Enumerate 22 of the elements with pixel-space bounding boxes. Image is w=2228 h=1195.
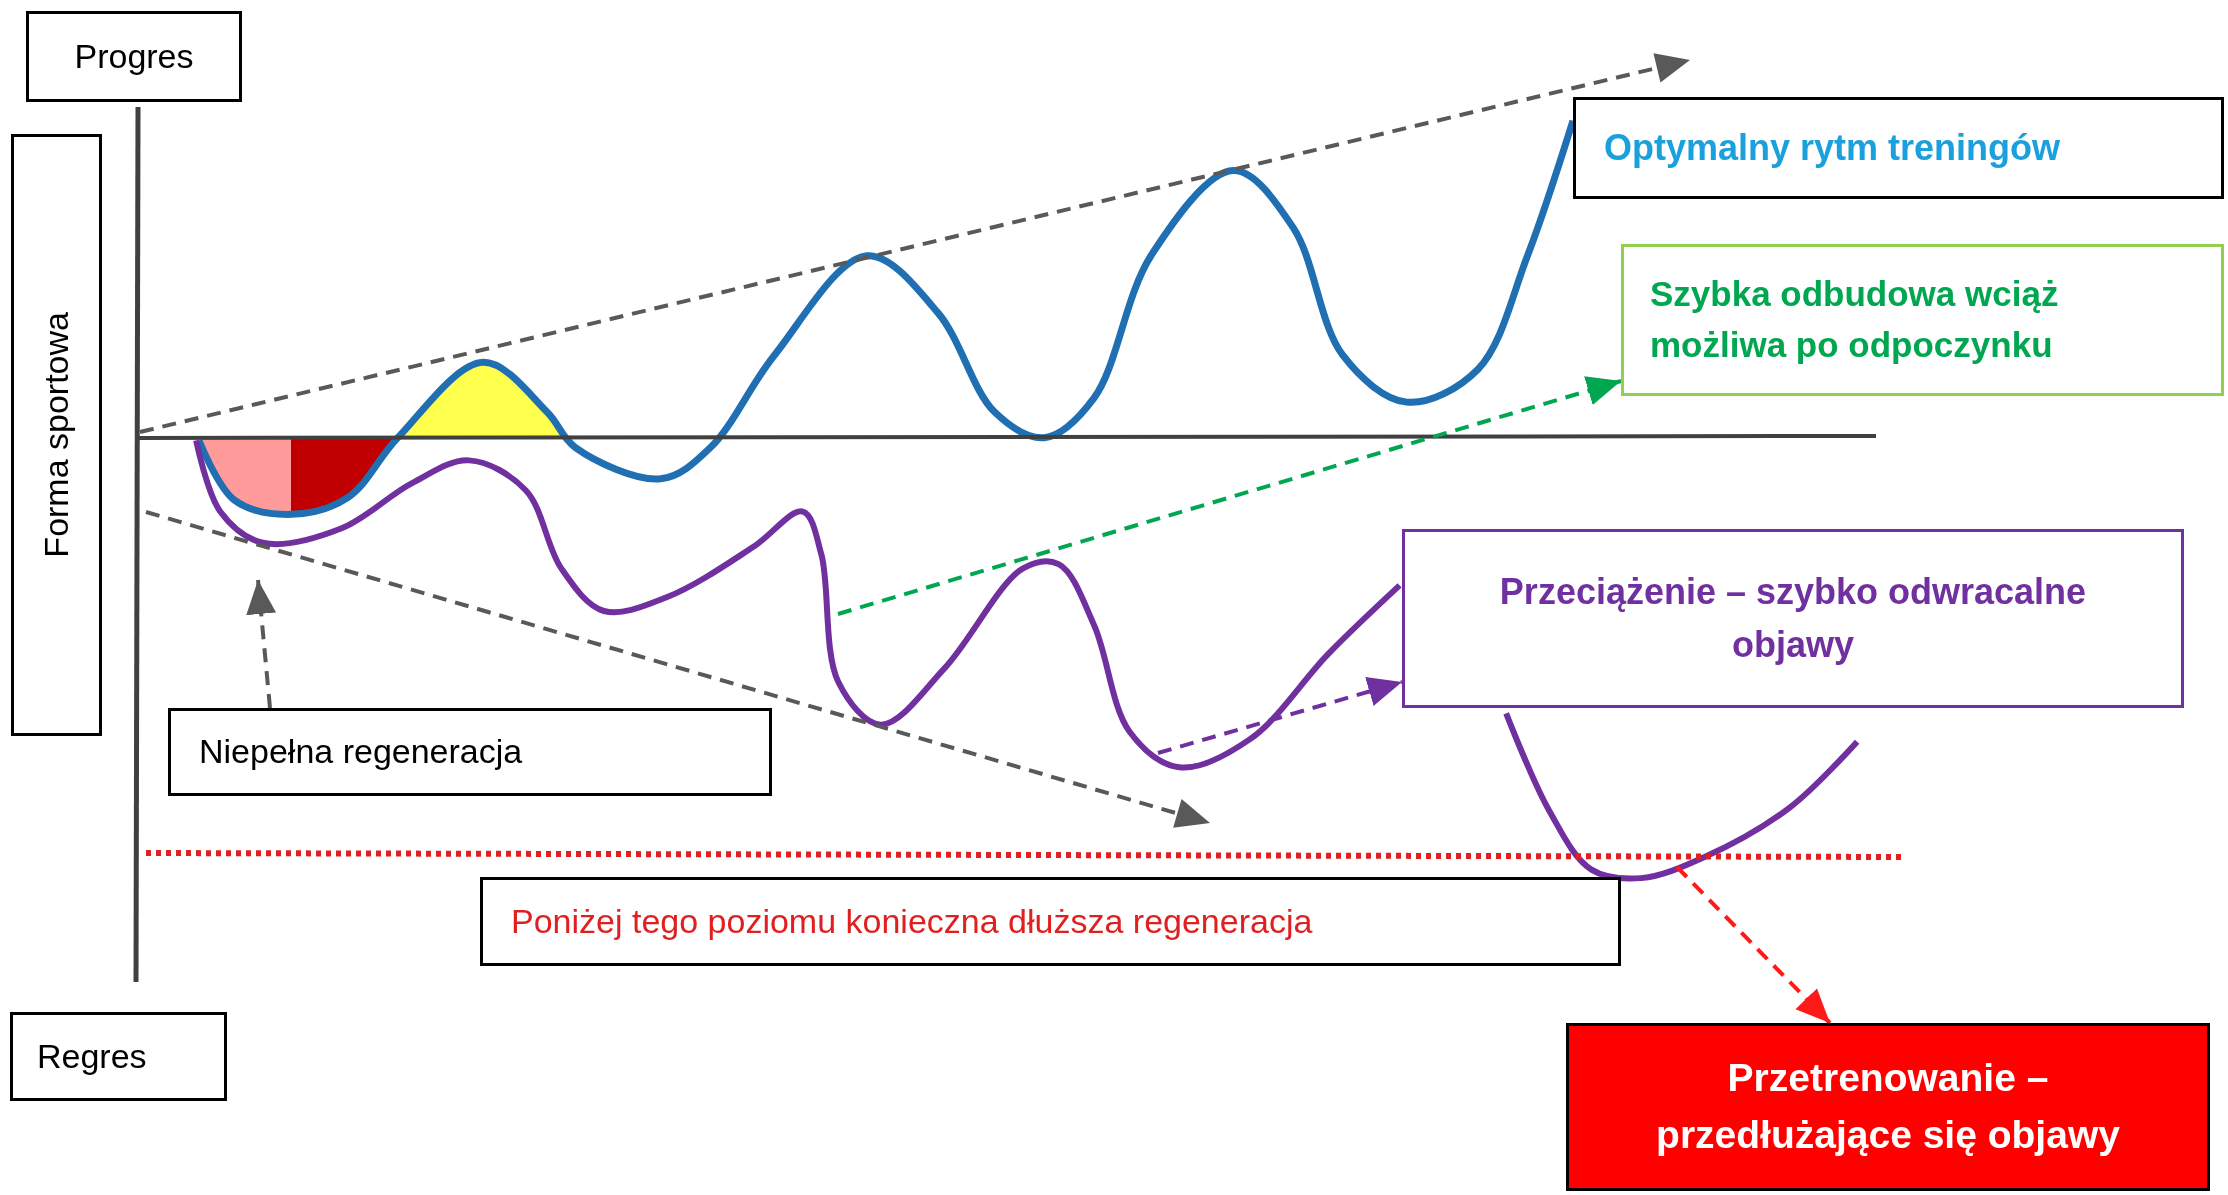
node-label: Poniżej tego poziomu konieczna dłuższa regeneracja bbox=[511, 900, 1313, 942]
label-box bbox=[1573, 97, 2224, 199]
node-label: Progres bbox=[74, 35, 194, 77]
label-box bbox=[1402, 529, 2184, 708]
node-label: Przeciążenie – szybko odwracalne objawy bbox=[1498, 570, 2088, 667]
axis-label-box bbox=[10, 1012, 227, 1101]
node-label: Forma sportowa bbox=[35, 312, 76, 558]
arrow bbox=[1157, 677, 1403, 755]
axis-label-box bbox=[11, 134, 102, 736]
axis-label-box bbox=[26, 11, 242, 102]
arrow bbox=[1675, 865, 1832, 1025]
node-label: Szybka odbudowa wciąż możliwa po odpoczynku bbox=[1650, 273, 2060, 366]
node-label: Przetrenowanie – przedłużające się objawy bbox=[1655, 1055, 2121, 1158]
arrow bbox=[246, 579, 277, 709]
label-box bbox=[480, 877, 1621, 966]
arrow bbox=[837, 376, 1622, 616]
label-box bbox=[1621, 244, 2224, 396]
node-label: Regres bbox=[37, 1035, 147, 1077]
label-box bbox=[168, 708, 772, 796]
node-label: Optymalny rytm treningów bbox=[1604, 125, 2061, 170]
node-label: Niepełna regeneracja bbox=[199, 731, 523, 773]
alert-box bbox=[1566, 1023, 2210, 1191]
